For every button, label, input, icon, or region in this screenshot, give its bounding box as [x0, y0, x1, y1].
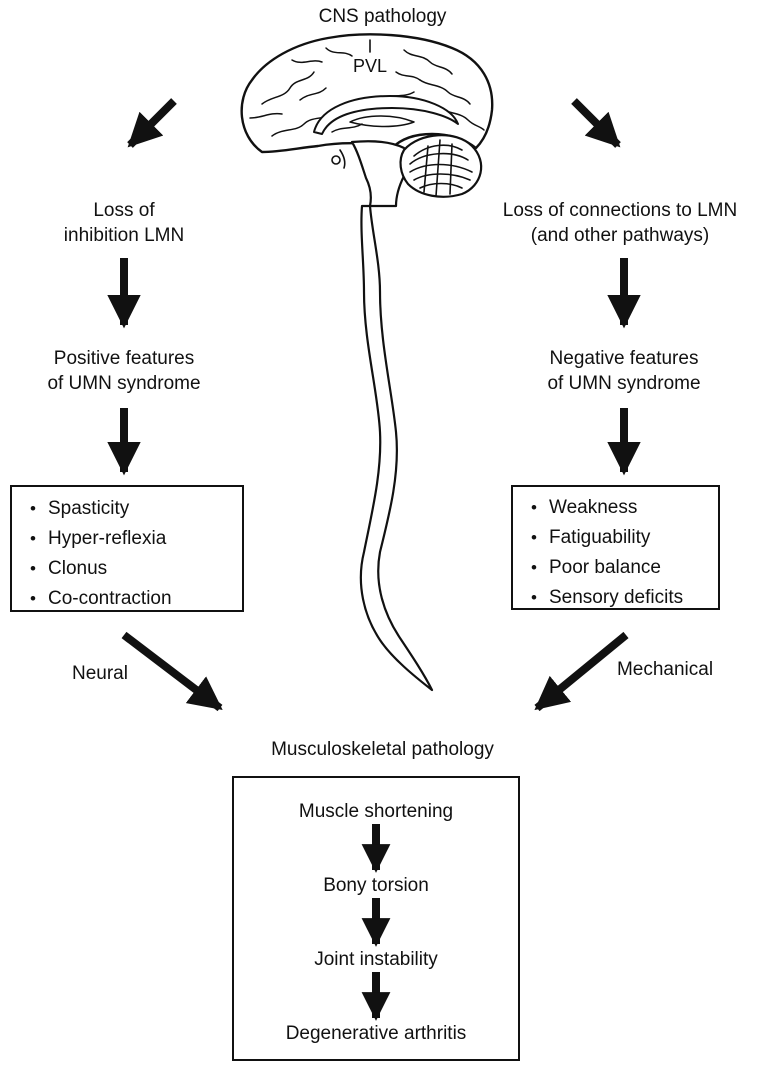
- step-degenerative-arthritis: Degenerative arthritis: [285, 1023, 467, 1044]
- musculoskeletal-box: Muscle shortening Bony torsion Joint ins…: [232, 776, 520, 1061]
- left-cause-text: Loss of inhibition LMN: [24, 198, 224, 248]
- brain-outline: [240, 33, 494, 154]
- right-cause-line1: Loss of connections to LMN: [502, 200, 738, 221]
- list-item: Hyper-reflexia: [30, 524, 242, 554]
- mechanical-label: Mechanical: [616, 659, 714, 680]
- positive-features-box: Spasticity Hyper-reflexia Clonus Co-cont…: [10, 485, 244, 612]
- left-features-line1: Positive features: [53, 348, 195, 369]
- neural-label: Neural: [72, 663, 128, 684]
- list-item: Co-contraction: [30, 584, 242, 614]
- step-joint-instability: Joint instability: [314, 949, 438, 970]
- arrow-mechanical: [534, 631, 629, 712]
- step-muscle-shortening: Muscle shortening: [298, 801, 454, 822]
- left-features-line2: of UMN syndrome: [47, 373, 201, 394]
- arrow-cns-right: [571, 98, 621, 148]
- right-features-text: Negative features of UMN syndrome: [514, 346, 734, 396]
- list-item: Weakness: [531, 493, 718, 523]
- musculoskeletal-title: Musculoskeletal pathology: [271, 739, 494, 760]
- left-cause-line1: Loss of: [93, 200, 155, 221]
- cerebellum: [399, 134, 483, 198]
- positive-features-list: Spasticity Hyper-reflexia Clonus Co-cont…: [30, 494, 242, 614]
- list-item: Clonus: [30, 554, 242, 584]
- list-item: Sensory deficits: [531, 583, 718, 613]
- right-features-line1: Negative features: [549, 348, 699, 369]
- arrow-neural: [121, 631, 223, 712]
- brain-illustration: [240, 33, 494, 692]
- step-arrows: [361, 824, 391, 1021]
- right-features-line2: of UMN syndrome: [547, 373, 701, 394]
- negative-features-box: Weakness Fatiguability Poor balance Sens…: [511, 485, 720, 610]
- list-item: Poor balance: [531, 553, 718, 583]
- corpus-callosum: [313, 95, 459, 135]
- spinal-cord: [359, 204, 434, 692]
- list-item: Fatiguability: [531, 523, 718, 553]
- left-features-text: Positive features of UMN syndrome: [14, 346, 234, 396]
- step-bony-torsion: Bony torsion: [323, 875, 429, 896]
- left-cause-line2: inhibition LMN: [63, 225, 185, 246]
- arrow-cns-left: [127, 98, 177, 148]
- pvl-label: PVL: [352, 56, 388, 76]
- cns-pathology-title: CNS pathology: [318, 6, 447, 27]
- brainstem: [350, 140, 412, 208]
- right-cause-text: Loss of connections to LMN (and other pa…: [480, 198, 760, 248]
- right-cause-line2: (and other pathways): [530, 225, 710, 246]
- negative-features-list: Weakness Fatiguability Poor balance Sens…: [531, 493, 718, 613]
- list-item: Spasticity: [30, 494, 242, 524]
